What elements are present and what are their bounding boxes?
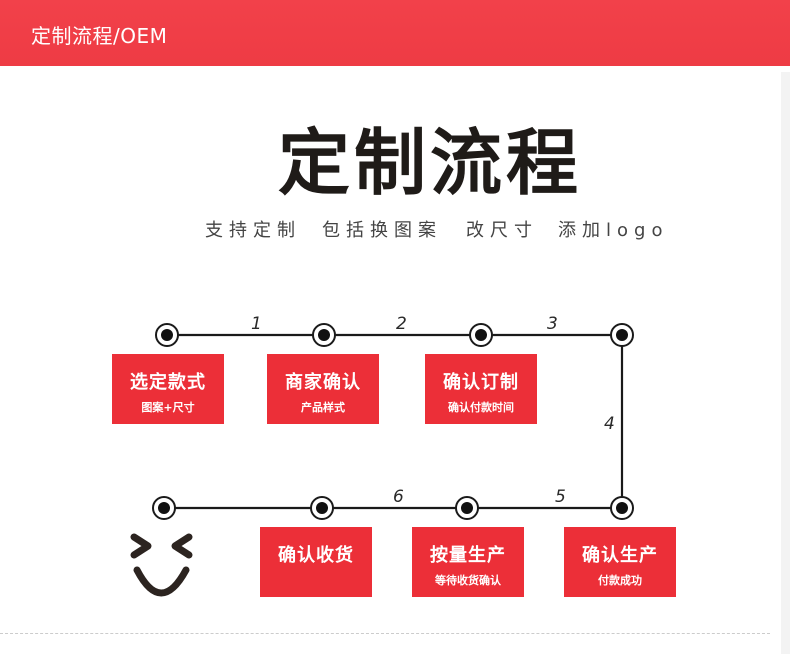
step-subtitle: 图案+尺寸 [141, 401, 195, 414]
step-title: 选定款式 [130, 372, 206, 393]
step-box-merchant-confirm: 商家确认 产品样式 [267, 354, 379, 424]
flow-node-6 [455, 496, 479, 520]
step-number-2: 2 [396, 314, 407, 334]
step-box-confirm-production: 确认生产 付款成功 [564, 527, 676, 597]
step-subtitle: 产品样式 [301, 401, 345, 414]
step-title: 商家确认 [285, 372, 361, 393]
header-title: 定制流程/OEM [31, 24, 168, 48]
flow-node-1 [155, 323, 179, 347]
step-box-confirm-receipt: 确认收货 [260, 527, 372, 597]
step-subtitle: 付款成功 [598, 574, 642, 587]
flow-node-7 [310, 496, 334, 520]
step-title: 确认订制 [443, 372, 519, 393]
step-title: 确认收货 [278, 545, 354, 566]
flow-node-3 [469, 323, 493, 347]
flow-node-5 [610, 496, 634, 520]
bottom-divider [0, 633, 770, 634]
step-subtitle: 等待收货确认 [435, 574, 501, 587]
step-box-select-style: 选定款式 图案+尺寸 [112, 354, 224, 424]
subtitle-item-1: 支持定制 [205, 220, 301, 241]
subtitle-item-3: 改尺寸 [466, 220, 538, 241]
flow-node-2 [312, 323, 336, 347]
main-title: 定制流程 [277, 121, 582, 205]
flow-node-4 [610, 323, 634, 347]
flow-connector-top [167, 333, 624, 508]
step-box-mass-production: 按量生产 等待收货确认 [412, 527, 524, 597]
flow-node-8 [152, 496, 176, 520]
smiley-face-icon [130, 533, 193, 597]
subtitle-item-4: 添加logo [558, 220, 669, 241]
step-number-6: 6 [393, 487, 404, 507]
step-box-confirm-order: 确认订制 确认付款时间 [425, 354, 537, 424]
step-title: 按量生产 [430, 545, 506, 566]
step-number-3: 3 [547, 314, 558, 334]
step-number-4: 4 [604, 414, 615, 434]
step-number-5: 5 [555, 487, 566, 507]
right-edge-strip [781, 72, 790, 654]
step-title: 确认生产 [582, 545, 658, 566]
step-subtitle: 确认付款时间 [448, 401, 514, 414]
step-number-1: 1 [251, 314, 262, 334]
subtitle-item-2: 包括换图案 [322, 220, 442, 241]
page-header: 定制流程/OEM [0, 0, 790, 66]
